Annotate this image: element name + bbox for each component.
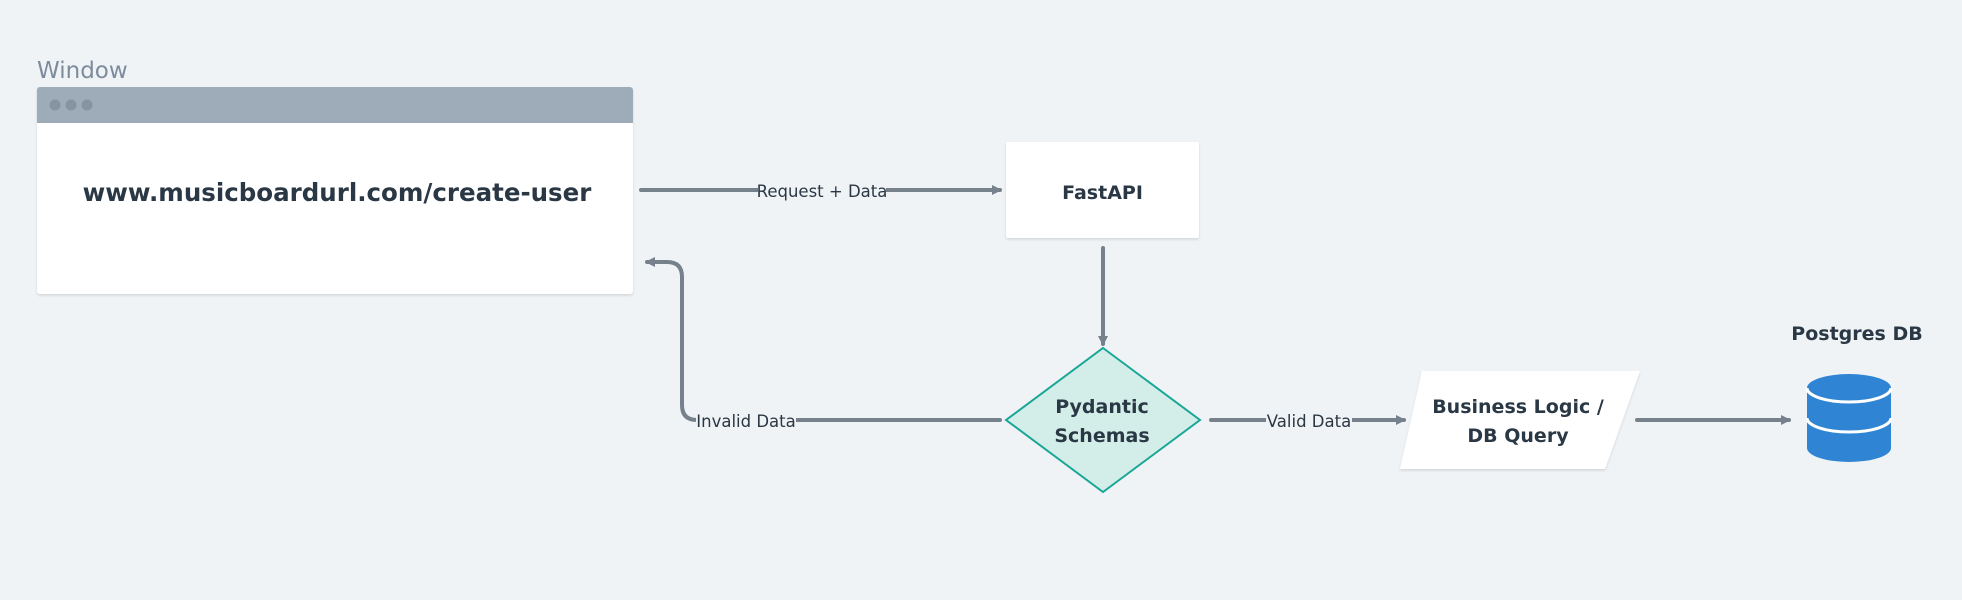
business-logic-node: Business Logic / DB Query (1400, 371, 1640, 469)
logic-parallelogram (1400, 371, 1640, 469)
window-dot-icon (49, 99, 61, 111)
schemas-label-line2: Schemas (1054, 425, 1149, 447)
window-frame (37, 87, 633, 294)
logic-label-line2: DB Query (1467, 425, 1569, 447)
edge-valid-label: Valid Data (1267, 412, 1351, 431)
fastapi-label: FastAPI (1062, 182, 1143, 204)
edge-request: Request + Data (639, 178, 1002, 202)
window-url: www.musicboardurl.com/create-user (83, 178, 593, 207)
decision-diamond (1004, 346, 1202, 494)
window-dot-icon (65, 99, 77, 111)
db-label: Postgres DB (1791, 323, 1922, 345)
window-dot-icon (81, 99, 93, 111)
fastapi-box (1006, 142, 1199, 238)
edge-invalid-label: Invalid Data (696, 412, 795, 431)
edge-request-label: Request + Data (757, 182, 888, 201)
window-title: Window (37, 58, 128, 84)
window-titlebar (37, 87, 633, 123)
fastapi-node: FastAPI (1006, 142, 1199, 238)
edge-invalid: Invalid Data (645, 257, 1002, 432)
postgres-db-node: Postgres DB (1791, 323, 1923, 462)
logic-label-line1: Business Logic / (1432, 396, 1604, 418)
edge-valid: Valid Data (1209, 408, 1406, 432)
schemas-label-line1: Pydantic (1055, 396, 1148, 418)
database-icon (1805, 374, 1893, 462)
pydantic-schemas-node: Pydantic Schemas (1004, 346, 1202, 494)
browser-window: Window www.musicboardurl.com/create-user (37, 58, 633, 294)
